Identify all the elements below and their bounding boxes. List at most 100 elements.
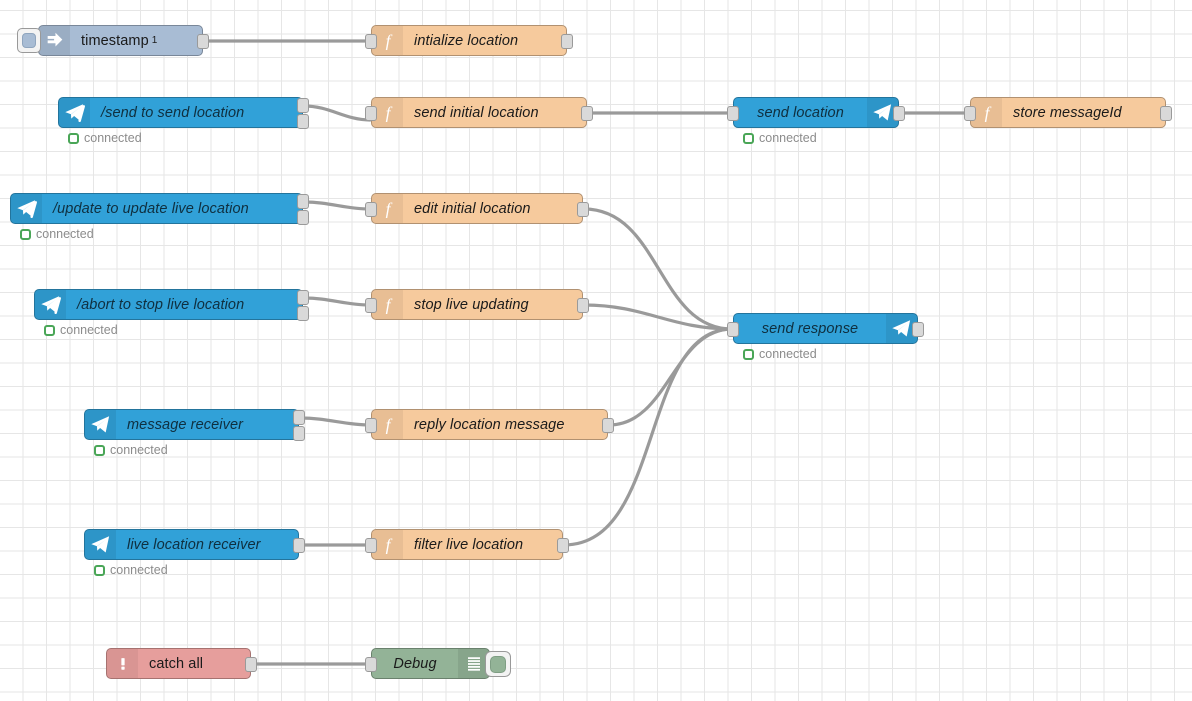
output-port-update-to-update-live-location-1[interactable] (297, 210, 309, 225)
node-label-send-to-send-location: /send to send location (101, 104, 245, 121)
status-indicator-icon (94, 444, 105, 456)
node-message-receiver[interactable]: message receiver (84, 409, 305, 441)
input-port-store-messageid[interactable] (964, 106, 976, 121)
telegram-command-icon (11, 194, 42, 223)
function-f-icon: f (372, 98, 403, 127)
node-send-response[interactable]: send response (727, 313, 924, 344)
node-label-catch-all: catch all (149, 655, 204, 672)
status-indicator-icon (68, 132, 79, 144)
status-message-receiver: connected (94, 444, 168, 457)
output-port-abort-to-stop-live-location-0[interactable] (297, 290, 309, 305)
input-port-intialize-location[interactable] (365, 34, 377, 49)
output-port-timestamp-0[interactable] (197, 34, 209, 49)
node-reply-location-message[interactable]: f reply location message (365, 409, 614, 440)
output-port-reply-location-message-0[interactable] (602, 418, 614, 433)
status-indicator-icon (20, 228, 31, 240)
function-f-icon: f (372, 194, 403, 223)
status-abort-to-stop-live-location: connected (44, 324, 118, 337)
telegram-command-icon (59, 98, 90, 127)
node-label-abort-to-stop-live-location: /abort to stop live location (77, 296, 245, 313)
node-send-initial-location[interactable]: f send initial location (365, 97, 593, 128)
output-port-filter-live-location-0[interactable] (557, 538, 569, 553)
status-text: connected (110, 563, 168, 577)
telegram-command-icon (35, 290, 66, 319)
status-text: connected (60, 323, 118, 337)
output-port-send-to-send-location-1[interactable] (297, 114, 309, 129)
output-port-live-location-receiver-0[interactable] (293, 538, 305, 553)
inject-arrow-icon (39, 26, 70, 55)
status-indicator-icon (743, 348, 754, 360)
inject-trigger-button[interactable] (17, 28, 41, 53)
node-update-to-update-live-location[interactable]: /update to update live location (10, 193, 309, 225)
node-label-intialize-location: intialize location (414, 32, 519, 49)
output-port-edit-initial-location-0[interactable] (577, 202, 589, 217)
output-port-stop-live-updating-0[interactable] (577, 298, 589, 313)
telegram-plain-icon (867, 98, 898, 127)
function-f-icon: f (372, 410, 403, 439)
wire-reply-location-message-to-send-response (607, 327, 734, 427)
node-intialize-location[interactable]: f intialize location (365, 25, 573, 56)
status-text: connected (759, 347, 817, 361)
output-port-update-to-update-live-location-0[interactable] (297, 194, 309, 209)
output-port-message-receiver-0[interactable] (293, 410, 305, 425)
status-text: connected (759, 131, 817, 145)
node-label-debug: Debug (393, 655, 437, 672)
wire-stop-live-updating-to-send-response (582, 303, 734, 331)
node-label-reply-location-message: reply location message (414, 416, 565, 433)
node-abort-to-stop-live-location[interactable]: /abort to stop live location (34, 289, 309, 321)
output-port-abort-to-stop-live-location-1[interactable] (297, 306, 309, 321)
node-send-to-send-location[interactable]: /send to send location (58, 97, 309, 129)
node-superscript: 1 (151, 35, 158, 46)
input-port-filter-live-location[interactable] (365, 538, 377, 553)
node-live-location-receiver[interactable]: live location receiver (84, 529, 305, 560)
status-text: connected (84, 131, 142, 145)
node-label-send-response: send response (761, 320, 859, 337)
node-label-update-to-update-live-location: /update to update live location (53, 200, 249, 217)
output-port-send-initial-location-0[interactable] (581, 106, 593, 121)
input-port-reply-location-message[interactable] (365, 418, 377, 433)
output-port-intialize-location-0[interactable] (561, 34, 573, 49)
input-port-stop-live-updating[interactable] (365, 298, 377, 313)
debug-enable-toggle[interactable] (485, 651, 511, 677)
output-port-store-messageid-0[interactable] (1160, 106, 1172, 121)
function-f-icon: f (372, 26, 403, 55)
status-text: connected (36, 227, 94, 241)
node-label-message-receiver: message receiver (127, 416, 244, 433)
status-indicator-icon (94, 564, 105, 576)
telegram-plain-icon (85, 410, 116, 439)
input-port-debug[interactable] (365, 657, 377, 672)
output-port-send-to-send-location-0[interactable] (297, 98, 309, 113)
svg-text:f: f (385, 103, 392, 122)
input-port-send-location[interactable] (727, 106, 739, 121)
status-live-location-receiver: connected (94, 564, 168, 577)
wire-send-to-send-location-to-send-initial-location (302, 104, 372, 122)
node-debug[interactable]: Debug (365, 648, 511, 679)
input-port-send-initial-location[interactable] (365, 106, 377, 121)
svg-text:f: f (385, 31, 392, 50)
wire-update-to-update-live-location-to-edit-initial-location (302, 200, 372, 211)
input-port-send-response[interactable] (727, 322, 739, 337)
node-label-send-initial-location: send initial location (414, 104, 539, 121)
wire-message-receiver-to-reply-location-message (298, 416, 372, 427)
node-send-location[interactable]: send location (727, 97, 905, 128)
output-port-catch-all-0[interactable] (245, 657, 257, 672)
input-port-edit-initial-location[interactable] (365, 202, 377, 217)
status-send-response: connected (743, 348, 817, 361)
output-port-send-location-0[interactable] (893, 106, 905, 121)
svg-text:f: f (984, 103, 991, 122)
output-port-send-response-0[interactable] (912, 322, 924, 337)
svg-text:f: f (385, 295, 392, 314)
output-port-message-receiver-1[interactable] (293, 426, 305, 441)
status-send-to-send-location: connected (68, 132, 142, 145)
node-catch-all[interactable]: catch all (106, 648, 257, 679)
svg-text:f: f (385, 535, 392, 554)
function-f-icon: f (971, 98, 1002, 127)
inject-trigger-indicator (22, 33, 36, 48)
